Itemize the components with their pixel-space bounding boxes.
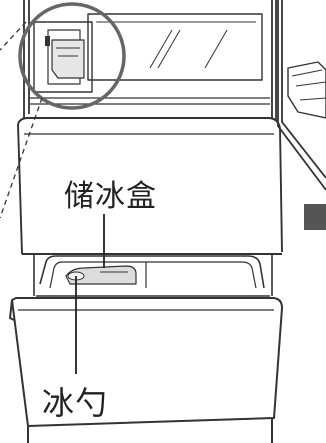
callout-lines	[75, 214, 105, 374]
gray-square-marker	[304, 204, 326, 230]
middle-drawer	[17, 117, 283, 255]
lower-drawer-front	[9, 297, 283, 443]
ice-scoop-label: 冰勺	[42, 384, 109, 422]
lower-drawer-interior	[33, 254, 273, 297]
open-door	[277, 0, 326, 191]
upper-compartment	[23, 0, 277, 121]
highlight-circle	[18, 2, 126, 110]
ice-box-label: 储冰盒	[64, 179, 157, 214]
